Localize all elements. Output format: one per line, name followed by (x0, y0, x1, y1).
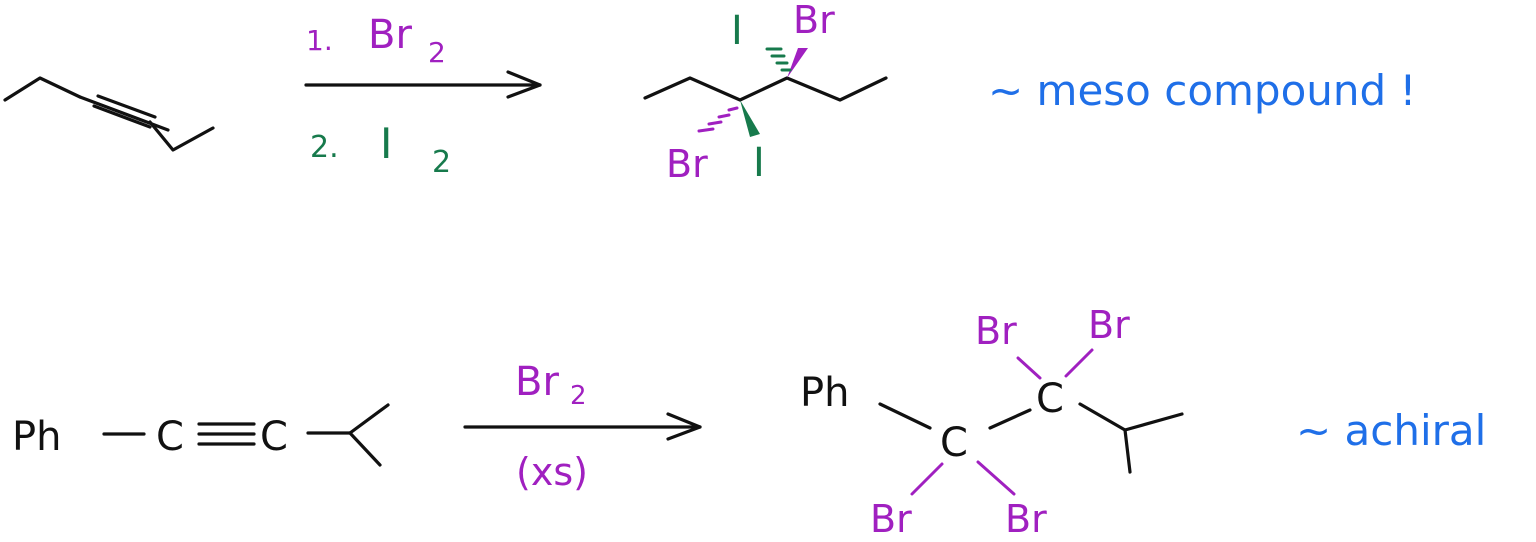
br-bond-top-left (1016, 356, 1042, 380)
hexyne-right-chain (148, 120, 215, 152)
bromine-label-bottom: Br (666, 142, 708, 186)
reaction-arrow-1 (304, 70, 542, 99)
hexyne-left-chain (3, 76, 82, 102)
bromine-label-top: Br (793, 0, 835, 42)
excess-condition: (xs) (516, 450, 588, 494)
arrow-1-head (506, 70, 542, 99)
reagent-step-2: 2. I 2 (310, 119, 451, 180)
product-phenyl-label: Ph (800, 370, 849, 416)
isopropyl-product-lower (1123, 428, 1132, 474)
wedge-bond-top (787, 48, 808, 78)
c-c-product-bond (988, 408, 1032, 430)
reactant-carbon-1: C (156, 414, 184, 460)
iodine-label-bottom: I (753, 140, 765, 186)
iodine-label-top: I (731, 8, 743, 54)
reagent-2-label: Br (515, 359, 559, 405)
br-bond-bottom-left (910, 462, 944, 496)
reactant-triple-bond (197, 422, 256, 446)
step-1-subscript: 2 (428, 36, 446, 69)
reaction-1: 1. Br 2 2. I 2 (3, 0, 1416, 186)
product-carbon-left: C (940, 420, 968, 466)
isopropyl-lower (348, 431, 382, 467)
hashed-bond-top (765, 47, 792, 72)
triple-bond-line-1 (78, 95, 170, 132)
achiral-note: ~ achiral (1296, 406, 1486, 455)
reaction-2: Ph C C Br 2 (xs) Ph C (12, 303, 1486, 541)
alkyne-reactant-2: Ph C C (12, 403, 390, 467)
product-1-backbone (643, 76, 888, 102)
step-1-number: 1. (306, 24, 333, 57)
isopropyl-product-upper (1123, 412, 1184, 432)
product-carbon-right: C (1036, 376, 1064, 422)
reactant-carbon-2: C (260, 414, 288, 460)
br-label-bottom-right: Br (1005, 497, 1047, 541)
wedge-bond-bottom (740, 100, 760, 137)
step-2-reagent: I (380, 119, 392, 168)
step-1-reagent: Br (368, 12, 412, 58)
br-label-bottom-left: Br (870, 497, 912, 541)
br-label-top-right: Br (1088, 303, 1130, 347)
reagent-2-subscript: 2 (570, 381, 587, 411)
hashed-bond-bottom (697, 106, 739, 133)
reaction-arrow-2 (463, 412, 702, 441)
br-bond-top-right (1064, 348, 1094, 378)
arrow-2-head (666, 412, 702, 441)
c-ipr-product-bond (1078, 402, 1127, 432)
reagent-reaction-2: Br 2 (515, 359, 587, 411)
meso-product: I Br Br I (643, 0, 888, 186)
step-2-subscript: 2 (432, 145, 451, 180)
step-2-number: 2. (310, 130, 339, 165)
triple-bond-line-2 (92, 104, 152, 129)
tetrabromo-product: Ph C C Br Br Br Br (800, 303, 1184, 541)
hexyne-reactant (3, 76, 215, 152)
br-label-top-left: Br (975, 309, 1017, 353)
br-bond-bottom-right (976, 460, 1016, 496)
triple-bond-line-3 (96, 94, 157, 119)
ph-c-product-bond (878, 402, 932, 430)
meso-note: ~ meso compound ! (988, 66, 1416, 115)
reagent-step-1: 1. Br 2 (306, 12, 446, 69)
reactant-phenyl-label: Ph (12, 414, 61, 460)
isopropyl-upper (348, 403, 390, 435)
